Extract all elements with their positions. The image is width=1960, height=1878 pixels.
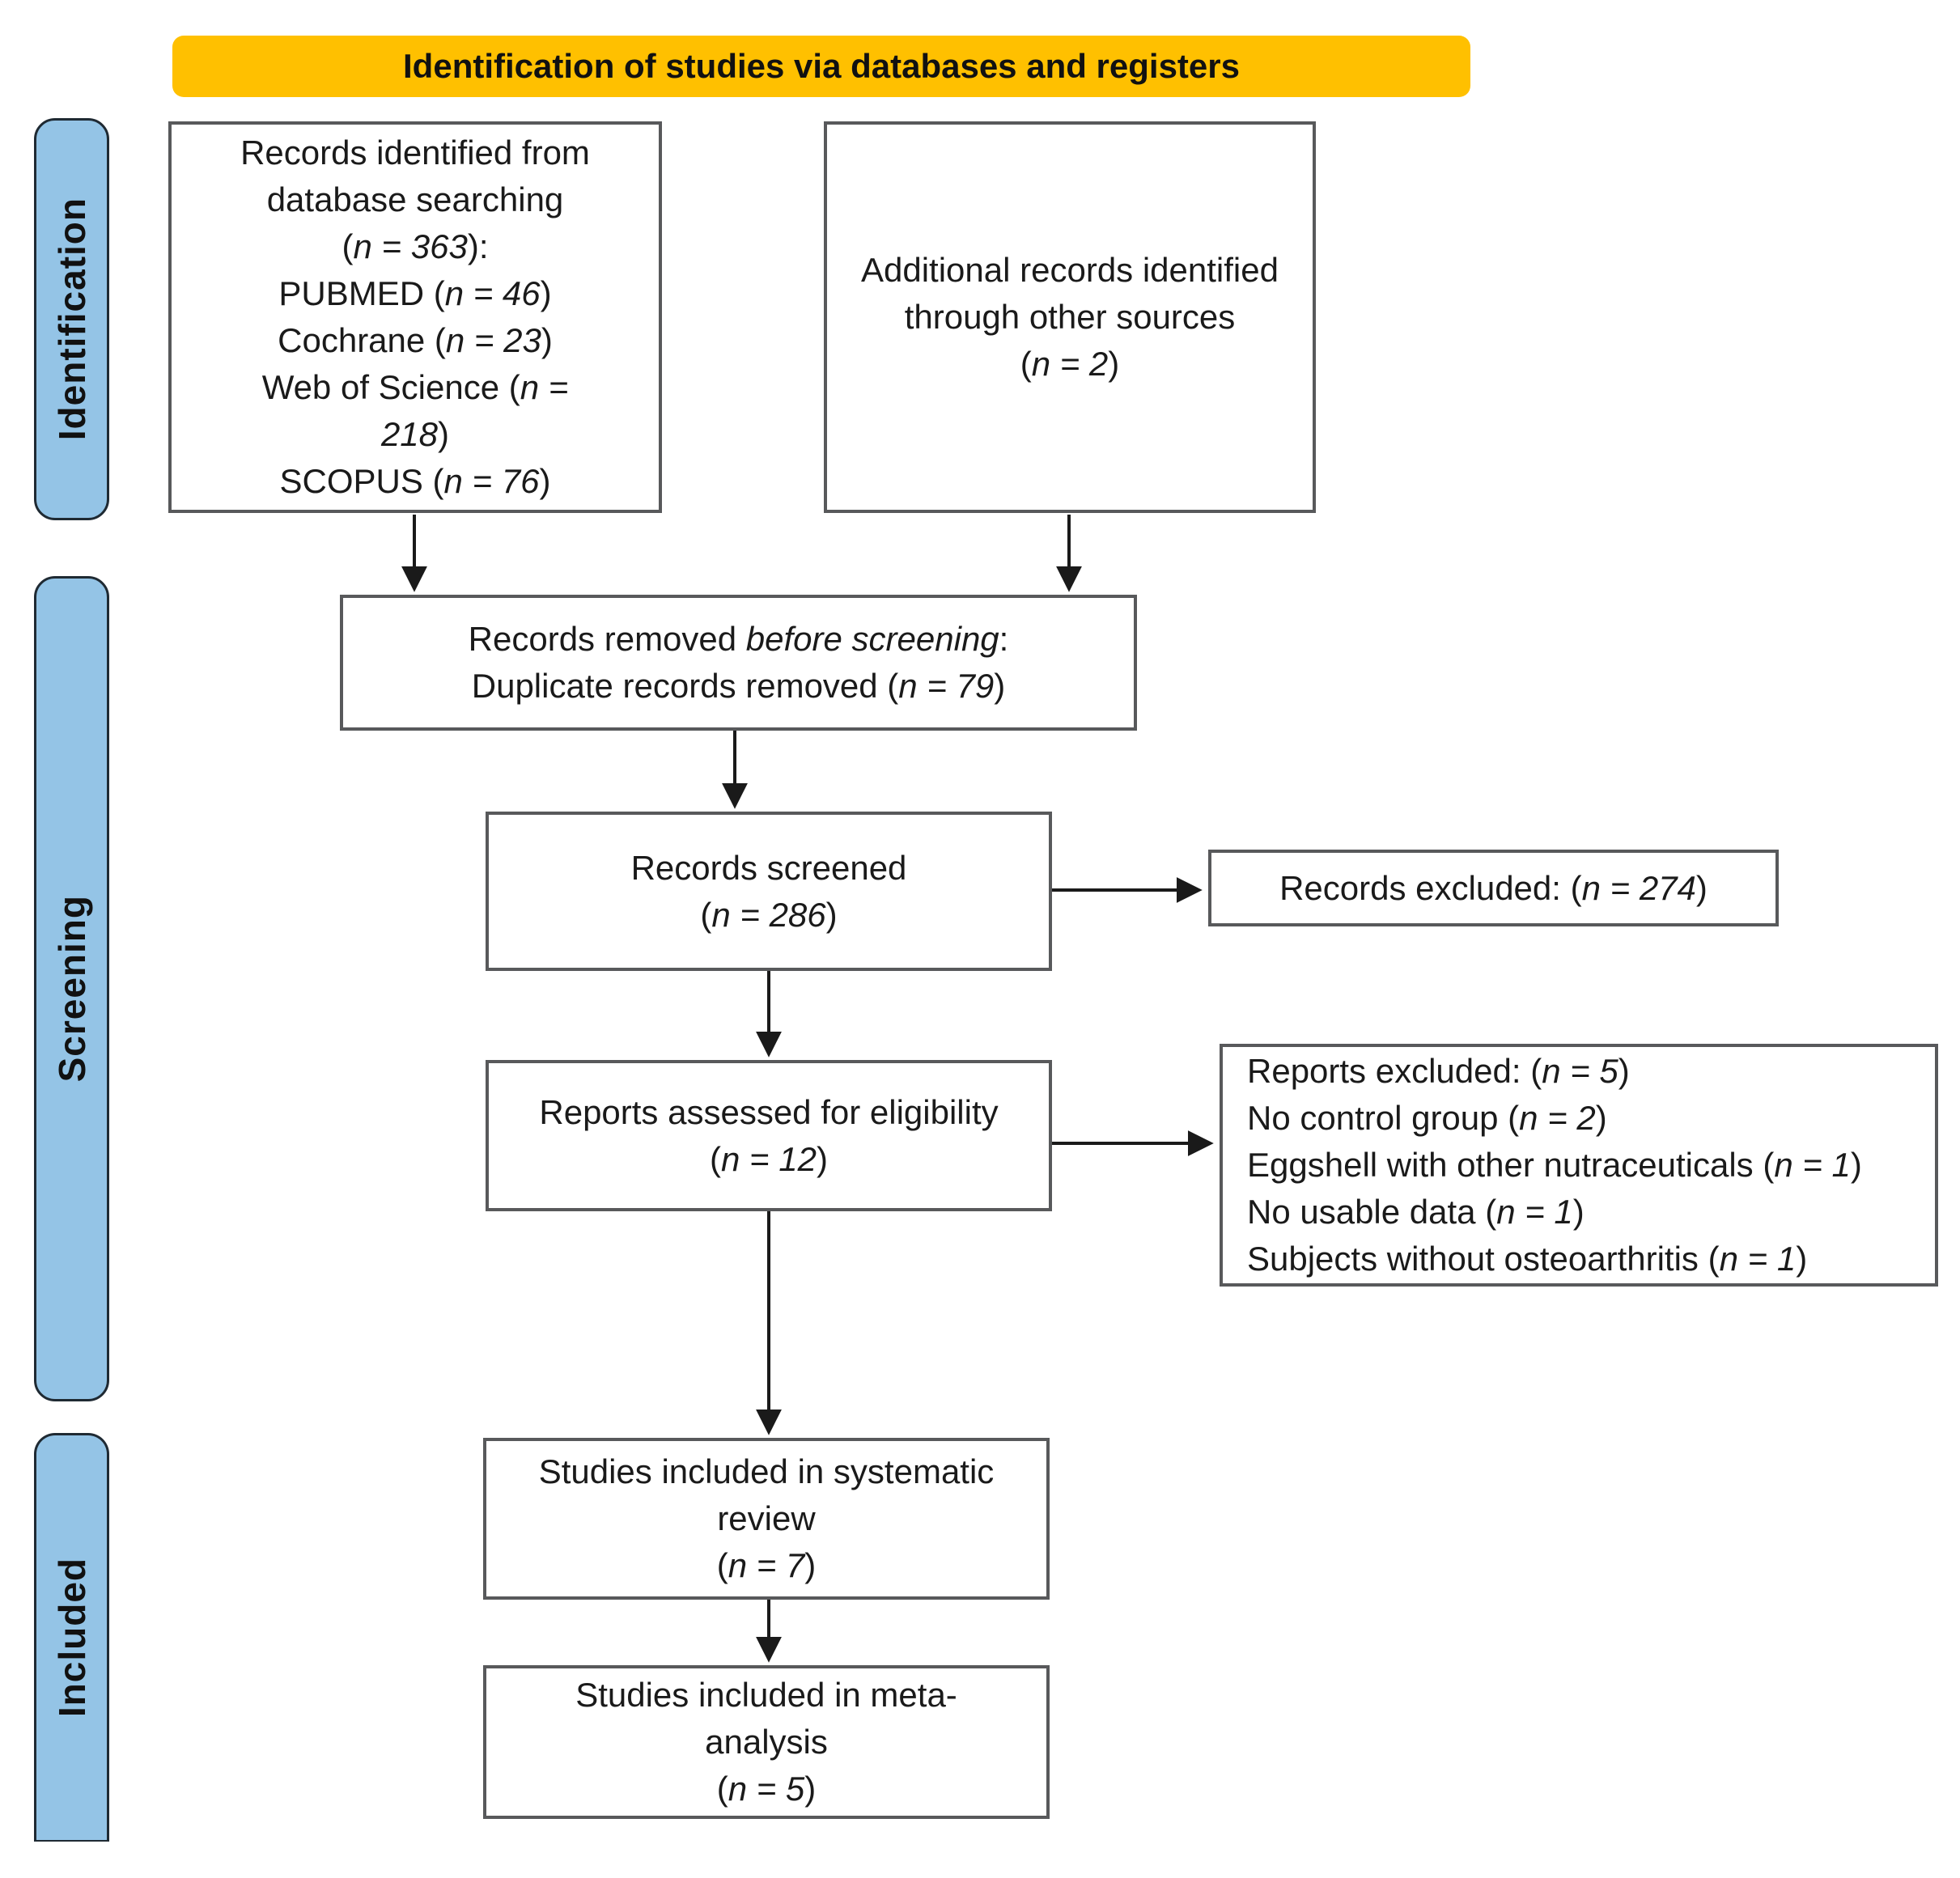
text-line: Studies included in systematic [538, 1452, 995, 1491]
text-line: Reports excluded: (n = 5) [1247, 1052, 1630, 1091]
diagram-title-banner: Identification of studies via databases … [172, 36, 1470, 97]
text-line: Records screened [630, 848, 907, 887]
diagram-title: Identification of studies via databases … [403, 47, 1240, 85]
text-line: (n = 2) [1020, 344, 1120, 383]
text-line: No usable data (n = 1) [1247, 1192, 1585, 1231]
text-line: Subjects without osteoarthritis (n = 1) [1247, 1239, 1808, 1278]
text-line: (n = 12) [710, 1139, 828, 1178]
box-reports-assessed-for-eligibility: Reports assessed for eligibility (n = 12) [486, 1060, 1052, 1211]
text-line: (n = 286) [700, 895, 838, 934]
text-line: Web of Science (n = [261, 367, 569, 406]
text-line: SCOPUS (n = 76) [279, 461, 551, 500]
text-line: (n = 7) [716, 1545, 817, 1584]
text-line: Records removed before screening: [468, 620, 1009, 659]
text-line: Duplicate records removed (n = 79) [471, 667, 1006, 705]
text-line: Cochrane (n = 23) [278, 321, 553, 359]
text-line: No control group (n = 2) [1247, 1099, 1607, 1138]
text-line: 218) [380, 414, 450, 453]
box-records-screened: Records screened (n = 286) [486, 812, 1052, 971]
text-line: (n = 363): [342, 227, 489, 266]
text-line: (n = 5) [716, 1769, 817, 1808]
text-line: Reports assessed for eligibility [539, 1092, 999, 1131]
stage-bar-included: Included [34, 1433, 109, 1842]
stage-bar-screening: Screening [34, 576, 109, 1401]
box-studies-included-meta-analysis: Studies included in meta-analysis (n = 5) [483, 1665, 1050, 1819]
text-line: Eggshell with other nutraceuticals (n = … [1247, 1146, 1862, 1185]
box-records-removed-before-screening: Records removed before screening: Duplica… [340, 595, 1137, 731]
text-line: Records identified from [240, 134, 590, 172]
text-line: Studies included in meta- [575, 1676, 957, 1715]
text-line: analysis [705, 1723, 828, 1761]
text-line: Additional records identified [861, 251, 1279, 290]
text-line: database searching [266, 180, 564, 219]
text-line: review [717, 1499, 816, 1538]
text-line: Records excluded: (n = 274) [1279, 868, 1708, 907]
box-records-excluded: Records excluded: (n = 274) [1208, 850, 1779, 926]
text-line: PUBMED (n = 46) [278, 274, 552, 313]
box-reports-excluded-reasons: Reports excluded: (n = 5) No control grou… [1220, 1044, 1938, 1287]
box-additional-records-other-sources: Additional records identified through oth… [824, 121, 1316, 513]
box-records-identified-from-databases: Records identified from database searchin… [168, 121, 662, 513]
stage-bar-identification: Identification [34, 118, 109, 520]
box-studies-included-systematic-review: Studies included in systematic review (n =… [483, 1438, 1050, 1600]
text-line: through other sources [904, 298, 1236, 337]
